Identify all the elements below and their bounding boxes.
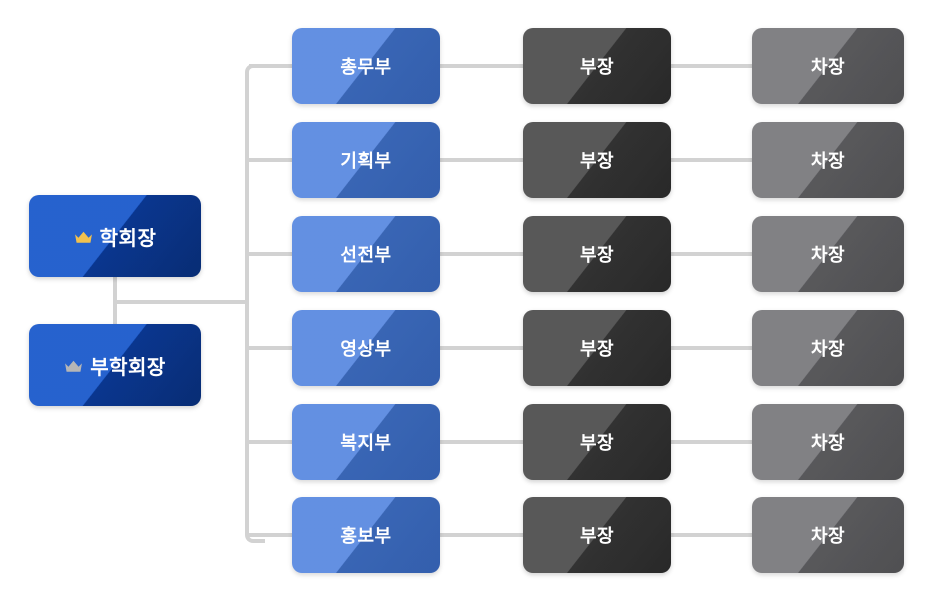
department-label: 기획부 [340,151,392,171]
connector-dept-manager-4 [438,346,526,350]
connector-vicepresident-up [113,300,117,325]
deputy-label: 차장 [810,339,846,359]
deputy-label: 차장 [810,433,846,453]
connector-branch-4 [249,346,293,350]
deputy-label: 차장 [810,526,846,546]
manager-label: 부장 [579,57,615,77]
deputy-label: 차장 [810,245,846,265]
crown-icon [64,359,83,374]
node-manager-chongmubu[interactable]: 부장 [523,28,671,104]
node-manager-seonjeonbu[interactable]: 부장 [523,216,671,292]
node-department-chongmubu[interactable]: 총무부 [292,28,440,104]
connector-branch-3 [249,252,293,256]
department-label: 복지부 [340,433,392,453]
node-deputy-seonjeonbu[interactable]: 차장 [752,216,904,292]
connector-dept-manager-1 [438,64,526,68]
connector-dept-manager-2 [438,158,526,162]
node-department-yeongsangbu[interactable]: 영상부 [292,310,440,386]
node-deputy-chongmubu[interactable]: 차장 [752,28,904,104]
connector-president-down [113,277,117,302]
manager-label: 부장 [579,433,615,453]
connector-manager-deputy-2 [668,158,756,162]
president-label: 학회장 [99,227,157,250]
node-manager-bokjibu[interactable]: 부장 [523,404,671,480]
connector-dept-manager-3 [438,252,526,256]
node-department-bokjibu[interactable]: 복지부 [292,404,440,480]
department-label: 선전부 [340,245,392,265]
manager-label: 부장 [579,526,615,546]
connector-branch-1 [249,64,293,68]
crown-icon [74,230,93,245]
manager-label: 부장 [579,339,615,359]
node-department-seonjeonbu[interactable]: 선전부 [292,216,440,292]
node-manager-gihoekbu[interactable]: 부장 [523,122,671,198]
department-label: 총무부 [340,57,392,77]
connector-department-trunk [245,64,265,543]
connector-leadership-to-trunk [113,300,247,304]
department-label: 홍보부 [340,526,392,546]
connector-dept-manager-5 [438,440,526,444]
connector-branch-2 [249,158,293,162]
connector-branch-6 [249,533,293,537]
node-manager-hongbobu[interactable]: 부장 [523,497,671,573]
manager-label: 부장 [579,245,615,265]
deputy-label: 차장 [810,57,846,77]
connector-manager-deputy-3 [668,252,756,256]
connector-manager-deputy-1 [668,64,756,68]
vice-president-label: 부학회장 [90,356,166,379]
connector-manager-deputy-5 [668,440,756,444]
connector-manager-deputy-6 [668,533,756,537]
node-vice-president[interactable]: 부학회장 [29,324,201,406]
connector-dept-manager-6 [438,533,526,537]
node-deputy-bokjibu[interactable]: 차장 [752,404,904,480]
node-deputy-hongbobu[interactable]: 차장 [752,497,904,573]
node-president[interactable]: 학회장 [29,195,201,277]
deputy-label: 차장 [810,151,846,171]
node-department-gihoekbu[interactable]: 기획부 [292,122,440,198]
manager-label: 부장 [579,151,615,171]
connector-branch-5 [249,440,293,444]
node-department-hongbobu[interactable]: 홍보부 [292,497,440,573]
connector-manager-deputy-4 [668,346,756,350]
node-manager-yeongsangbu[interactable]: 부장 [523,310,671,386]
department-label: 영상부 [340,339,392,359]
node-deputy-gihoekbu[interactable]: 차장 [752,122,904,198]
node-deputy-yeongsangbu[interactable]: 차장 [752,310,904,386]
